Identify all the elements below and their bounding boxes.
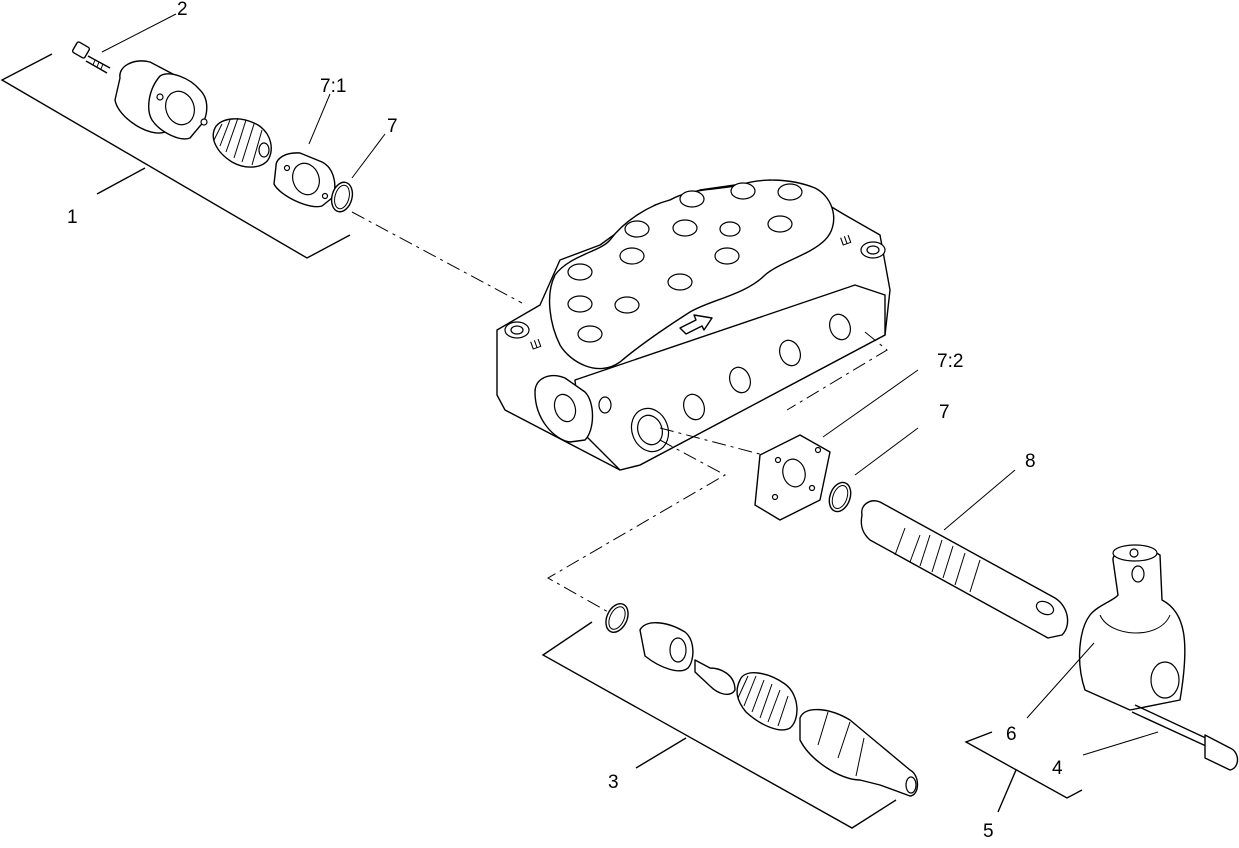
- assembly-bracket-1: [0, 53, 351, 259]
- cap-screw-2: [71, 13, 177, 74]
- alignment-line-bottom: [546, 439, 727, 614]
- cap-screw-4: [1082, 704, 1239, 771]
- assembly-bracket-5: [964, 731, 1083, 813]
- callout-1: 1: [67, 207, 78, 228]
- callout-2: 2: [177, 0, 188, 20]
- callout-6: 6: [1006, 724, 1017, 745]
- spring-bottom: [736, 672, 798, 731]
- o-ring-7-middle: [828, 427, 919, 513]
- svg-text:Ш: Ш: [528, 336, 543, 353]
- spool-8: [860, 469, 1069, 639]
- callout-7-top: 7: [387, 116, 398, 137]
- valve-block-body: Ш Ш: [496, 179, 891, 471]
- poppet-pin: [694, 659, 736, 696]
- o-ring-7-top: [330, 133, 386, 213]
- alignment-line-flange: [659, 427, 776, 459]
- callout-7-2: 7:2: [937, 351, 963, 372]
- spring-top: [212, 117, 272, 168]
- flange-gasket-7-2: [754, 369, 919, 521]
- callout-8: 8: [1025, 451, 1036, 472]
- relief-valve-cartridge: [799, 708, 919, 797]
- callout-7-middle: 7: [939, 402, 950, 423]
- end-cap: [114, 60, 208, 140]
- callout-5: 5: [983, 821, 994, 842]
- valve-poppet: [639, 622, 694, 672]
- alignment-line-top: [351, 211, 523, 304]
- callout-labels: 1 2 7:1 7 7:2 7 8 6 4 5 3: [67, 0, 1063, 842]
- callout-7-1: 7:1: [320, 76, 346, 97]
- flange-gasket-7-1: [273, 93, 336, 208]
- svg-text:Ш: Ш: [838, 232, 853, 249]
- callout-3: 3: [608, 772, 619, 793]
- assembly-bracket-3: [541, 621, 897, 829]
- alignment-line-spool: [786, 331, 888, 411]
- lever-housing-6: [1026, 544, 1186, 719]
- callout-4: 4: [1052, 758, 1063, 779]
- o-ring-bottom: [605, 603, 629, 633]
